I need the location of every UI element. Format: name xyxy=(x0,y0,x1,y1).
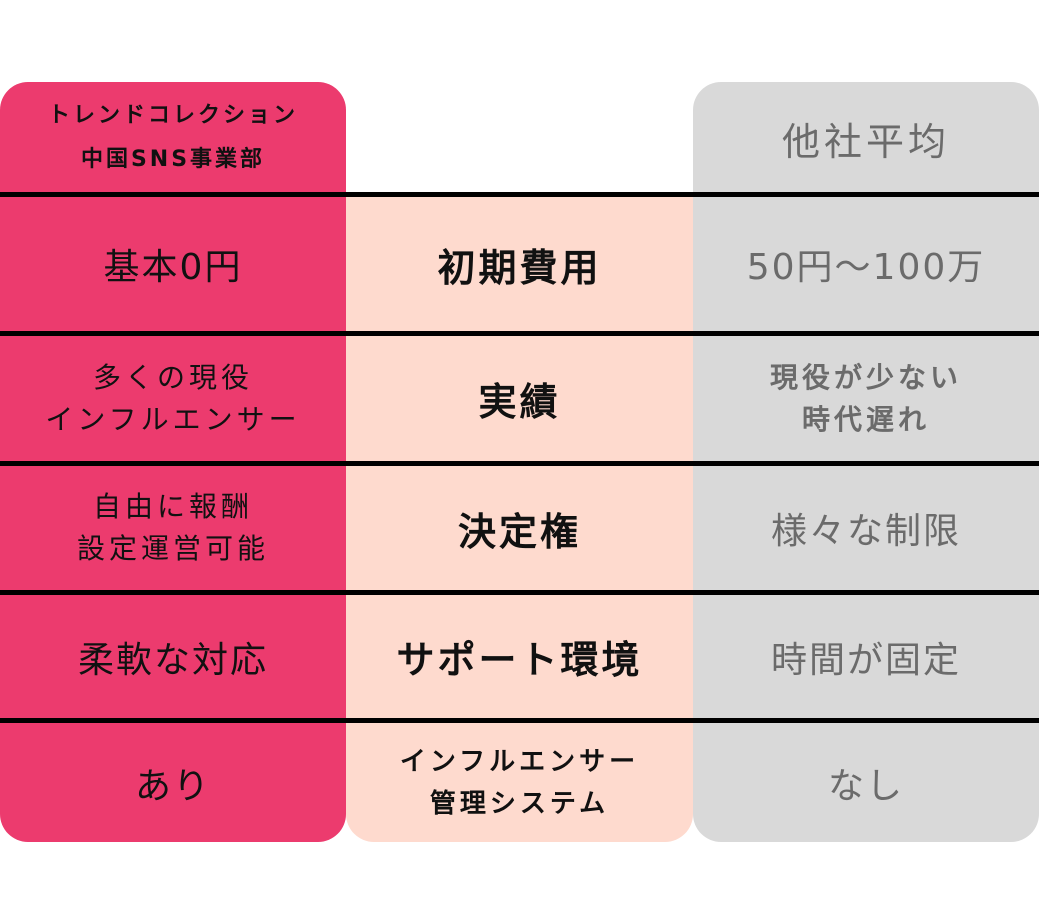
row-divider xyxy=(0,461,1039,466)
other-value: 様々な制限 xyxy=(770,511,961,552)
category-label: サポート環境 xyxy=(396,638,643,682)
row-initial-cost-other: 50円〜100万 xyxy=(693,197,1039,331)
other-value: なし xyxy=(827,765,904,807)
row-support-other: 時間が固定 xyxy=(693,595,1039,718)
other-value-line2: 時代遅れ xyxy=(801,402,930,436)
row-decision-category: 決定権 xyxy=(346,466,693,590)
ours-value: あり xyxy=(134,765,211,807)
row-divider xyxy=(0,590,1039,595)
category-label: 実績 xyxy=(478,380,561,424)
ours-value: 基本0円 xyxy=(103,247,243,288)
row-decision-ours: 自由に報酬 設定運営可能 xyxy=(0,466,346,590)
row-system-category: インフルエンサー 管理システム xyxy=(346,723,693,842)
category-label-line1: インフルエンサー xyxy=(399,746,640,777)
category-column xyxy=(346,196,693,842)
ours-value-line2: 設定運営可能 xyxy=(76,532,269,565)
other-value-line1: 現役が少ない xyxy=(769,360,962,394)
row-divider xyxy=(0,718,1039,723)
ours-value: 柔軟な対応 xyxy=(77,639,268,681)
row-system-ours: あり xyxy=(0,723,346,842)
row-track-record-other: 現役が少ない 時代遅れ xyxy=(693,336,1039,461)
row-track-record-category: 実績 xyxy=(346,336,693,461)
row-track-record-ours: 多くの現役 インフルエンサー xyxy=(0,336,346,461)
row-divider xyxy=(0,331,1039,336)
ours-value-line2: インフルエンサー xyxy=(45,402,301,436)
category-label-line2: 管理システム xyxy=(429,788,610,819)
row-decision-other: 様々な制限 xyxy=(693,466,1039,590)
other-header-label: 他社平均 xyxy=(781,119,950,164)
row-initial-cost-ours: 基本0円 xyxy=(0,197,346,331)
ours-value-line1: 多くの現役 xyxy=(92,360,253,394)
ours-value-line1: 自由に報酬 xyxy=(92,490,253,523)
category-label: 決定権 xyxy=(457,509,581,554)
other-header: 他社平均 xyxy=(693,82,1039,194)
ours-header: トレンドコレクション 中国SNS事業部 xyxy=(0,82,346,194)
category-label: 初期費用 xyxy=(437,245,602,290)
row-support-category: サポート環境 xyxy=(346,595,693,718)
other-value: 時間が固定 xyxy=(770,639,961,681)
ours-header-company: トレンドコレクション xyxy=(47,103,298,128)
row-initial-cost-category: 初期費用 xyxy=(346,197,693,331)
ours-header-division: 中国SNS事業部 xyxy=(80,147,266,172)
row-system-other: なし xyxy=(693,723,1039,842)
row-support-ours: 柔軟な対応 xyxy=(0,595,346,718)
other-value: 50円〜100万 xyxy=(746,247,986,288)
row-divider xyxy=(0,192,1039,197)
